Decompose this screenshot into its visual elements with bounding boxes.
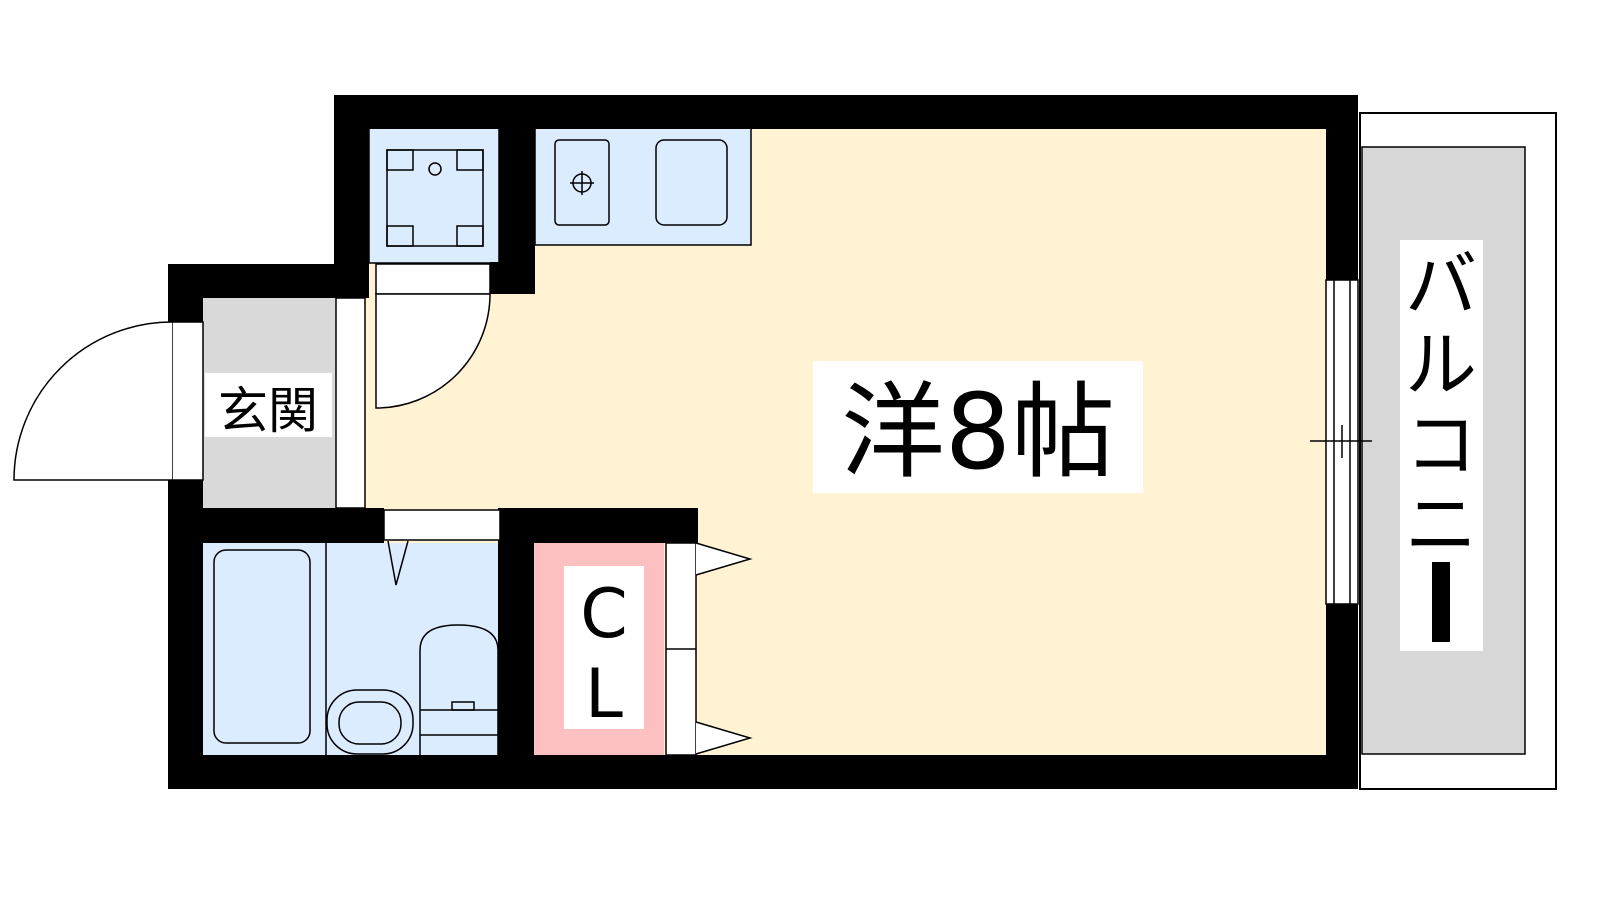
closet-label-bg (564, 566, 644, 729)
walls (168, 95, 1358, 789)
balcony-char-1: バ (1405, 243, 1477, 327)
washbasin-icon (326, 689, 414, 755)
bathroom-floor (203, 543, 498, 755)
entrance-label-bg (205, 373, 332, 437)
entrance-label: 玄関 (218, 382, 318, 440)
bathtub-icon (213, 549, 311, 744)
closet-door-icon (665, 542, 753, 756)
balcony-label: バ ル コ ニ (1405, 243, 1477, 642)
balcony-char-2: ル (1405, 323, 1477, 407)
entrance-door-icon (13, 321, 204, 481)
balcony-char-5-bar (1432, 562, 1450, 642)
bath-door-icon (383, 509, 501, 586)
toilet-icon (419, 624, 499, 755)
washer-area (368, 127, 500, 264)
closet-label-l: L (585, 655, 623, 734)
sink-icon (655, 139, 728, 226)
main-room-label: 洋8帖 (841, 371, 1115, 493)
kitchen-counter (534, 127, 752, 246)
laundry-pan-icon (386, 149, 484, 247)
main-room-label-bg (813, 361, 1143, 493)
balcony-char-4: ニ (1405, 483, 1477, 567)
closet-label-c: C (580, 575, 627, 654)
room-door-icon (375, 263, 491, 409)
window-icon (1310, 279, 1372, 605)
balcony-char-3: コ (1405, 403, 1477, 487)
entrance-step (335, 297, 366, 509)
stove-icon (554, 139, 610, 226)
